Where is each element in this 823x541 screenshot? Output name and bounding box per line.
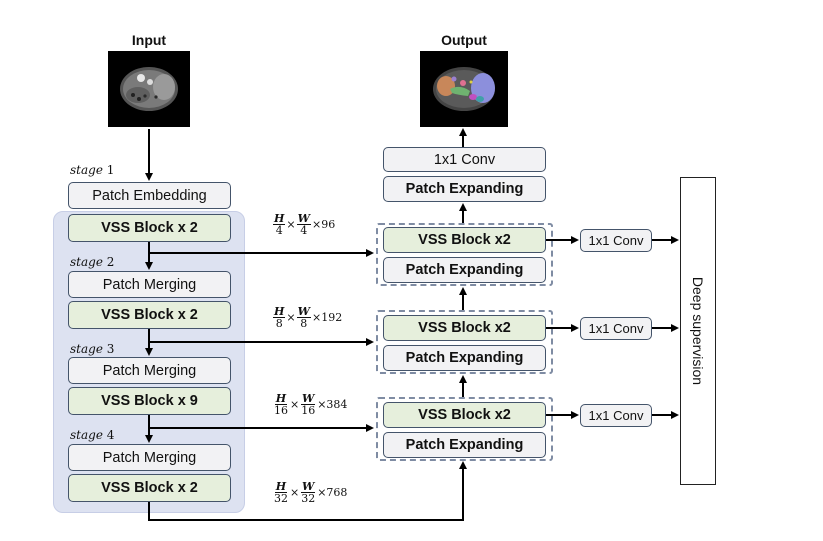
frac-numerator: H bbox=[274, 480, 288, 493]
vss-block-stage-1: VSS Block x 2 bbox=[68, 214, 231, 242]
channel-count: ×96 bbox=[311, 218, 336, 231]
decoder-patch-expanding-1: Patch Expanding bbox=[383, 257, 546, 283]
stage-1-label: stage 1 bbox=[70, 163, 114, 177]
frac-denominator: 8 bbox=[275, 317, 283, 330]
stage-number: 4 bbox=[106, 428, 115, 442]
stage-word: stage bbox=[70, 255, 103, 269]
stage-2-label: stage 2 bbox=[70, 255, 114, 269]
patch-merging-block-stage-4: Patch Merging bbox=[68, 444, 231, 471]
decoder-vss-block-3: VSS Block x2 bbox=[383, 402, 546, 428]
frac-numerator: H bbox=[274, 392, 288, 405]
frac-numerator: W bbox=[301, 480, 316, 493]
decoder-vss-block-1: VSS Block x2 bbox=[383, 227, 546, 253]
input-title: Input bbox=[131, 32, 167, 48]
decoder-group-2 bbox=[376, 310, 553, 374]
side-conv-block-2: 1x1 Conv bbox=[580, 317, 652, 340]
frac-numerator: H bbox=[273, 305, 286, 318]
final-patch-expanding-block: Patch Expanding bbox=[383, 176, 546, 202]
patch-embedding-block: Patch Embedding bbox=[68, 182, 231, 209]
frac-denominator: 8 bbox=[300, 317, 308, 330]
stage-4-label: stage 4 bbox=[70, 428, 114, 442]
stage-number: 1 bbox=[106, 163, 115, 177]
decoder-patch-expanding-2: Patch Expanding bbox=[383, 345, 546, 371]
frac-denominator: 32 bbox=[301, 492, 316, 505]
final-conv-block: 1x1 Conv bbox=[383, 147, 546, 172]
side-conv-block-3: 1x1 Conv bbox=[580, 404, 652, 427]
frac-numerator: H bbox=[273, 212, 286, 225]
channel-count: ×768 bbox=[317, 486, 348, 499]
frac-numerator: W bbox=[296, 305, 311, 318]
channel-count: ×192 bbox=[311, 311, 343, 324]
deep-supervision-box: Deep supervision bbox=[680, 177, 716, 485]
frac-numerator: W bbox=[301, 392, 316, 405]
patch-merging-block-stage-2: Patch Merging bbox=[68, 271, 231, 298]
patch-merging-block-stage-3: Patch Merging bbox=[68, 357, 231, 384]
stage-number: 2 bbox=[106, 255, 115, 269]
vss-block-stage-2: VSS Block x 2 bbox=[68, 301, 231, 329]
times-sign: × bbox=[286, 218, 296, 231]
frac-denominator: 16 bbox=[301, 404, 316, 417]
stage-word: stage bbox=[70, 428, 103, 442]
decoder-vss-block-2: VSS Block x2 bbox=[383, 315, 546, 341]
output-title: Output bbox=[441, 32, 487, 48]
frac-denominator: 4 bbox=[275, 224, 283, 237]
side-conv-block-1: 1x1 Conv bbox=[580, 229, 652, 252]
times-sign: × bbox=[286, 311, 296, 324]
times-sign: × bbox=[290, 398, 300, 411]
frac-denominator: 32 bbox=[274, 492, 288, 505]
decoder-patch-expanding-3: Patch Expanding bbox=[383, 432, 546, 458]
stage-number: 3 bbox=[106, 342, 115, 356]
vss-block-stage-4: VSS Block x 2 bbox=[68, 474, 231, 502]
stage-word: stage bbox=[70, 342, 103, 356]
output-image bbox=[420, 51, 508, 127]
frac-numerator: W bbox=[296, 212, 311, 225]
bottleneck-connection bbox=[148, 461, 467, 521]
input-image bbox=[108, 51, 190, 127]
frac-denominator: 4 bbox=[300, 224, 308, 237]
channel-count: ×384 bbox=[317, 398, 348, 411]
frac-denominator: 16 bbox=[274, 404, 288, 417]
decoder-group-3 bbox=[376, 397, 553, 461]
vss-block-stage-3: VSS Block x 9 bbox=[68, 387, 231, 415]
decoder-group-1 bbox=[376, 223, 553, 286]
stage-word: stage bbox=[70, 163, 103, 177]
stage-3-label: stage 3 bbox=[70, 342, 114, 356]
times-sign: × bbox=[290, 486, 300, 499]
